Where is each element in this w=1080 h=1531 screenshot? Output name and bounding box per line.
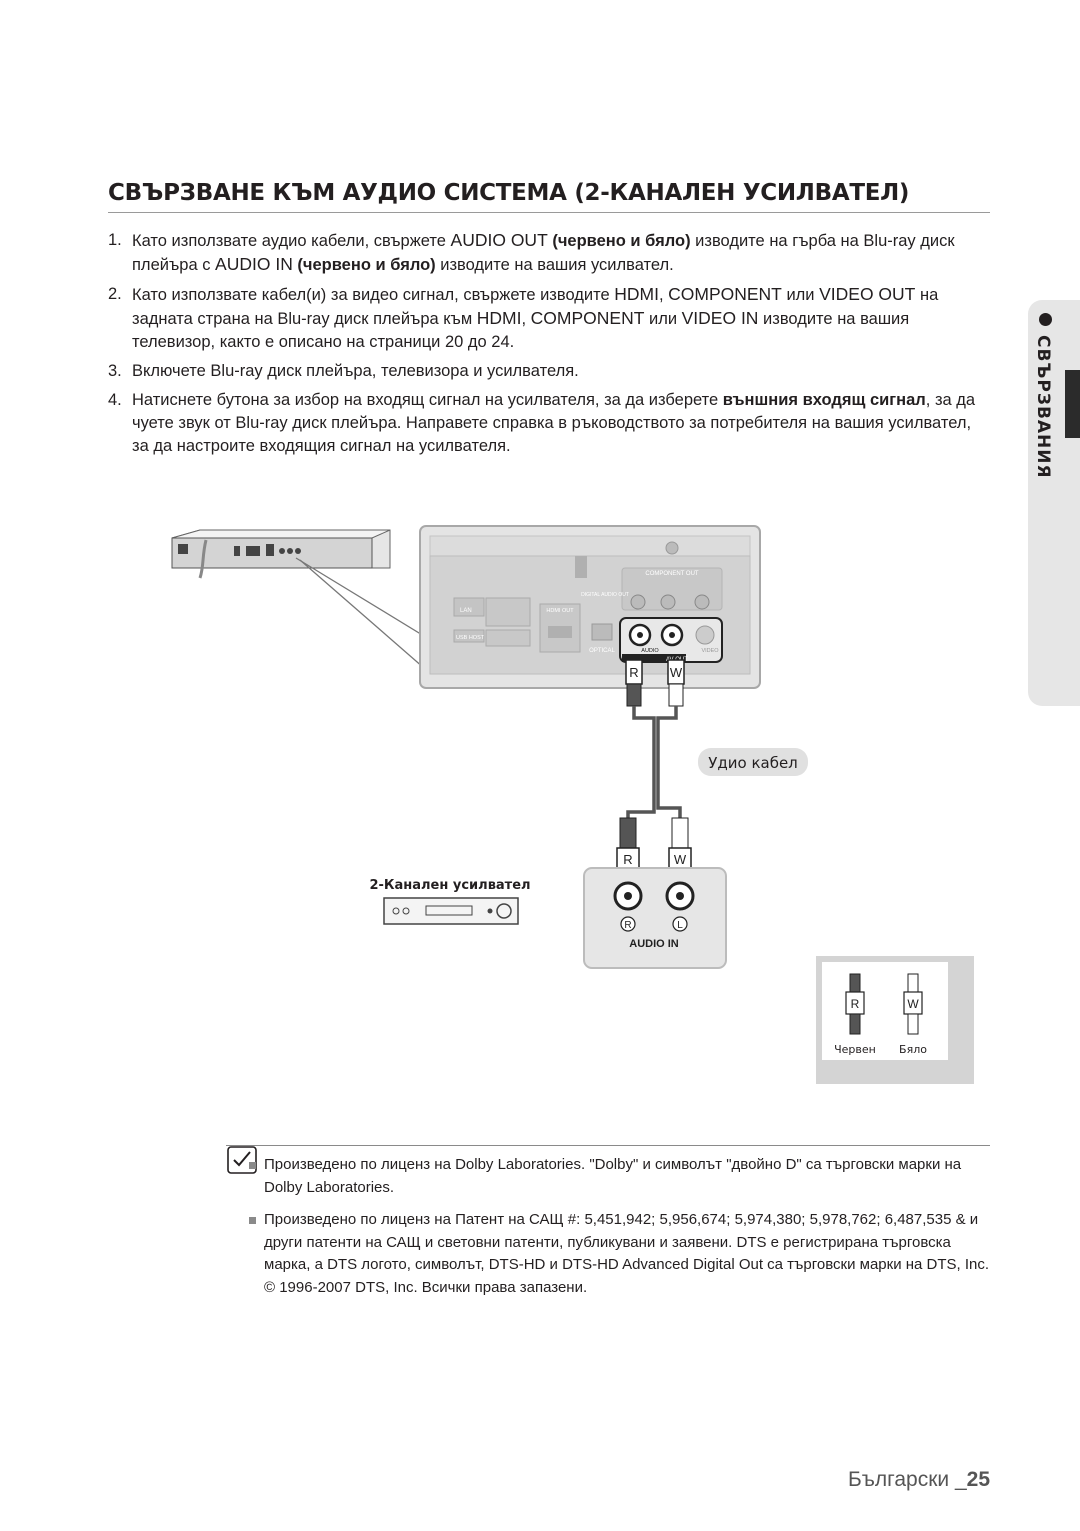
rear-panel-closeup: COMPONENT OUT LAN USB HOST HDMI OUT DIGI… (419, 525, 761, 689)
step-text-part: на задната страна на Blu-ray диск плейър… (132, 286, 939, 328)
amp-audio-in-panel: R L AUDIO IN (583, 867, 727, 969)
upper-plug-r-label: R (629, 665, 638, 680)
cable-label-pill (698, 748, 808, 776)
step-text-part: HDMI (476, 308, 522, 328)
step-text-part: COMPONENT (530, 308, 645, 328)
audio-label: AUDIO (641, 648, 659, 654)
step-number: 1. (108, 231, 122, 249)
step-item: 2. Като използвате кабел(и) за видео сигн… (108, 283, 990, 354)
step-text-part: , за да чуете звук от Blu-ray диск плейъ… (132, 391, 976, 455)
note-bullet-icon (249, 1217, 256, 1224)
zoom-line-lower (299, 559, 425, 669)
plug-color-legend: R W Червен Бяло (816, 956, 974, 1084)
step-item: 3. Включете Blu-ray диск плейъра, телевиз… (108, 360, 990, 383)
step-number: 2. (108, 285, 122, 303)
upper-plug-red: R (625, 659, 643, 707)
step-text-part: или (781, 286, 820, 304)
note-item: Произведено по лиценз на Dolby Laborator… (226, 1154, 990, 1199)
cable-label: Удио кабел (708, 754, 798, 772)
step-text: Като използвате кабел(и) за видео сигнал… (132, 283, 990, 354)
page-number: 25 (966, 1468, 990, 1491)
hdmi-out-label: HDMI OUT (546, 608, 574, 614)
step-text-part: AUDIO OUT (450, 230, 548, 250)
step-text: Включете Blu-ray диск плейъра, телевизор… (132, 360, 990, 383)
audio-cable (626, 706, 682, 818)
step-text-part: COMPONENT (668, 284, 782, 304)
step-text-part: (червено и бяло) (547, 232, 691, 250)
page-footer: Български _25 (848, 1468, 990, 1492)
legend-white-label: Бяло (899, 1043, 927, 1056)
lan-label: LAN (460, 608, 472, 614)
lower-plug-r-label: R (623, 852, 632, 867)
step-text: Натиснете бутона за избор на входящ сигн… (132, 389, 990, 458)
digital-audio-out-label: DIGITAL AUDIO OUT (581, 592, 629, 598)
lower-plug-red: R (616, 817, 640, 871)
legend-plug-r: R (851, 997, 860, 1011)
component-out-label: COMPONENT OUT (645, 571, 699, 577)
step-text-part: изводите на вашия телевизор, както е опи… (132, 310, 910, 351)
step-text-part: (червено и бяло) (292, 256, 436, 274)
jack-l-label: L (677, 920, 683, 931)
step-text-part: VIDEO OUT (819, 284, 916, 304)
step-text-part: HDMI (614, 284, 659, 304)
amplifier-illustration (383, 897, 519, 925)
zoom-line-upper (295, 557, 425, 637)
step-number: 4. (108, 391, 122, 409)
upper-plug-w-label: W (670, 665, 683, 680)
legend-red-label: Червен (834, 1043, 876, 1056)
footer-language: Български _ (847, 1468, 967, 1491)
side-tab[interactable] (1028, 300, 1080, 706)
step-text: Като използвате аудио кабели, свържете A… (132, 229, 990, 277)
step-item: 4. Натиснете бутона за избор на входящ си… (108, 389, 990, 458)
section-title: СВЪРЗВАНЕ КЪМ АУДИО СИСТЕМА (2-КАНАЛЕН У… (108, 180, 990, 213)
step-text-part: или (644, 310, 682, 328)
jack-r-label: R (624, 920, 631, 931)
video-label: VIDEO (701, 648, 719, 654)
side-tab-label: СВЪРЗВАНИЯ (1033, 335, 1053, 479)
audio-in-label: AUDIO IN (629, 938, 679, 950)
step-text-part: VIDEO IN (681, 308, 759, 328)
steps-list: 1. Като използвате аудио кабели, свържете… (108, 229, 990, 464)
step-text-part: външния входящ сигнал (722, 391, 926, 409)
step-item: 1. Като използвате аудио кабели, свържете… (108, 229, 990, 277)
step-text-part: , (658, 286, 669, 304)
note-item: Произведено по лиценз на Патент на САЩ #… (226, 1209, 990, 1299)
step-text-part: Като използвате кабел(и) за видео сигнал… (132, 286, 615, 304)
lower-plug-w-label: W (674, 852, 687, 867)
side-tab-bullet-icon (1039, 313, 1052, 326)
bluray-player-illustration (171, 529, 391, 579)
step-text-part: Включете Blu-ray диск плейъра, телевизор… (132, 362, 579, 380)
side-tab-marker (1065, 370, 1080, 438)
step-text-part: Като използвате аудио кабели, свържете (132, 232, 451, 250)
notes-section: Произведено по лиценз на Dolby Laborator… (226, 1145, 990, 1309)
usb-host-label: USB HOST (456, 635, 485, 641)
lower-plug-white: W (668, 817, 692, 871)
step-text-part: AUDIO IN (215, 254, 293, 274)
connection-diagram: COMPONENT OUT LAN USB HOST HDMI OUT DIGI… (171, 525, 974, 1084)
legend-plug-w: W (907, 997, 919, 1011)
step-text-part: изводите на гърба на Blu-ray диск плейър… (132, 232, 955, 274)
note-bullet-icon (249, 1162, 256, 1169)
step-number: 3. (108, 362, 122, 380)
upper-plug-white: W (667, 659, 685, 707)
step-text-part: , (521, 310, 531, 328)
optical-label: OPTICAL (589, 648, 615, 654)
amplifier-label: 2-Канален усилвател (369, 878, 530, 893)
step-text-part: Натиснете бутона за избор на входящ сигн… (132, 391, 723, 409)
step-text-part: изводите на вашия усилвател. (435, 256, 674, 274)
